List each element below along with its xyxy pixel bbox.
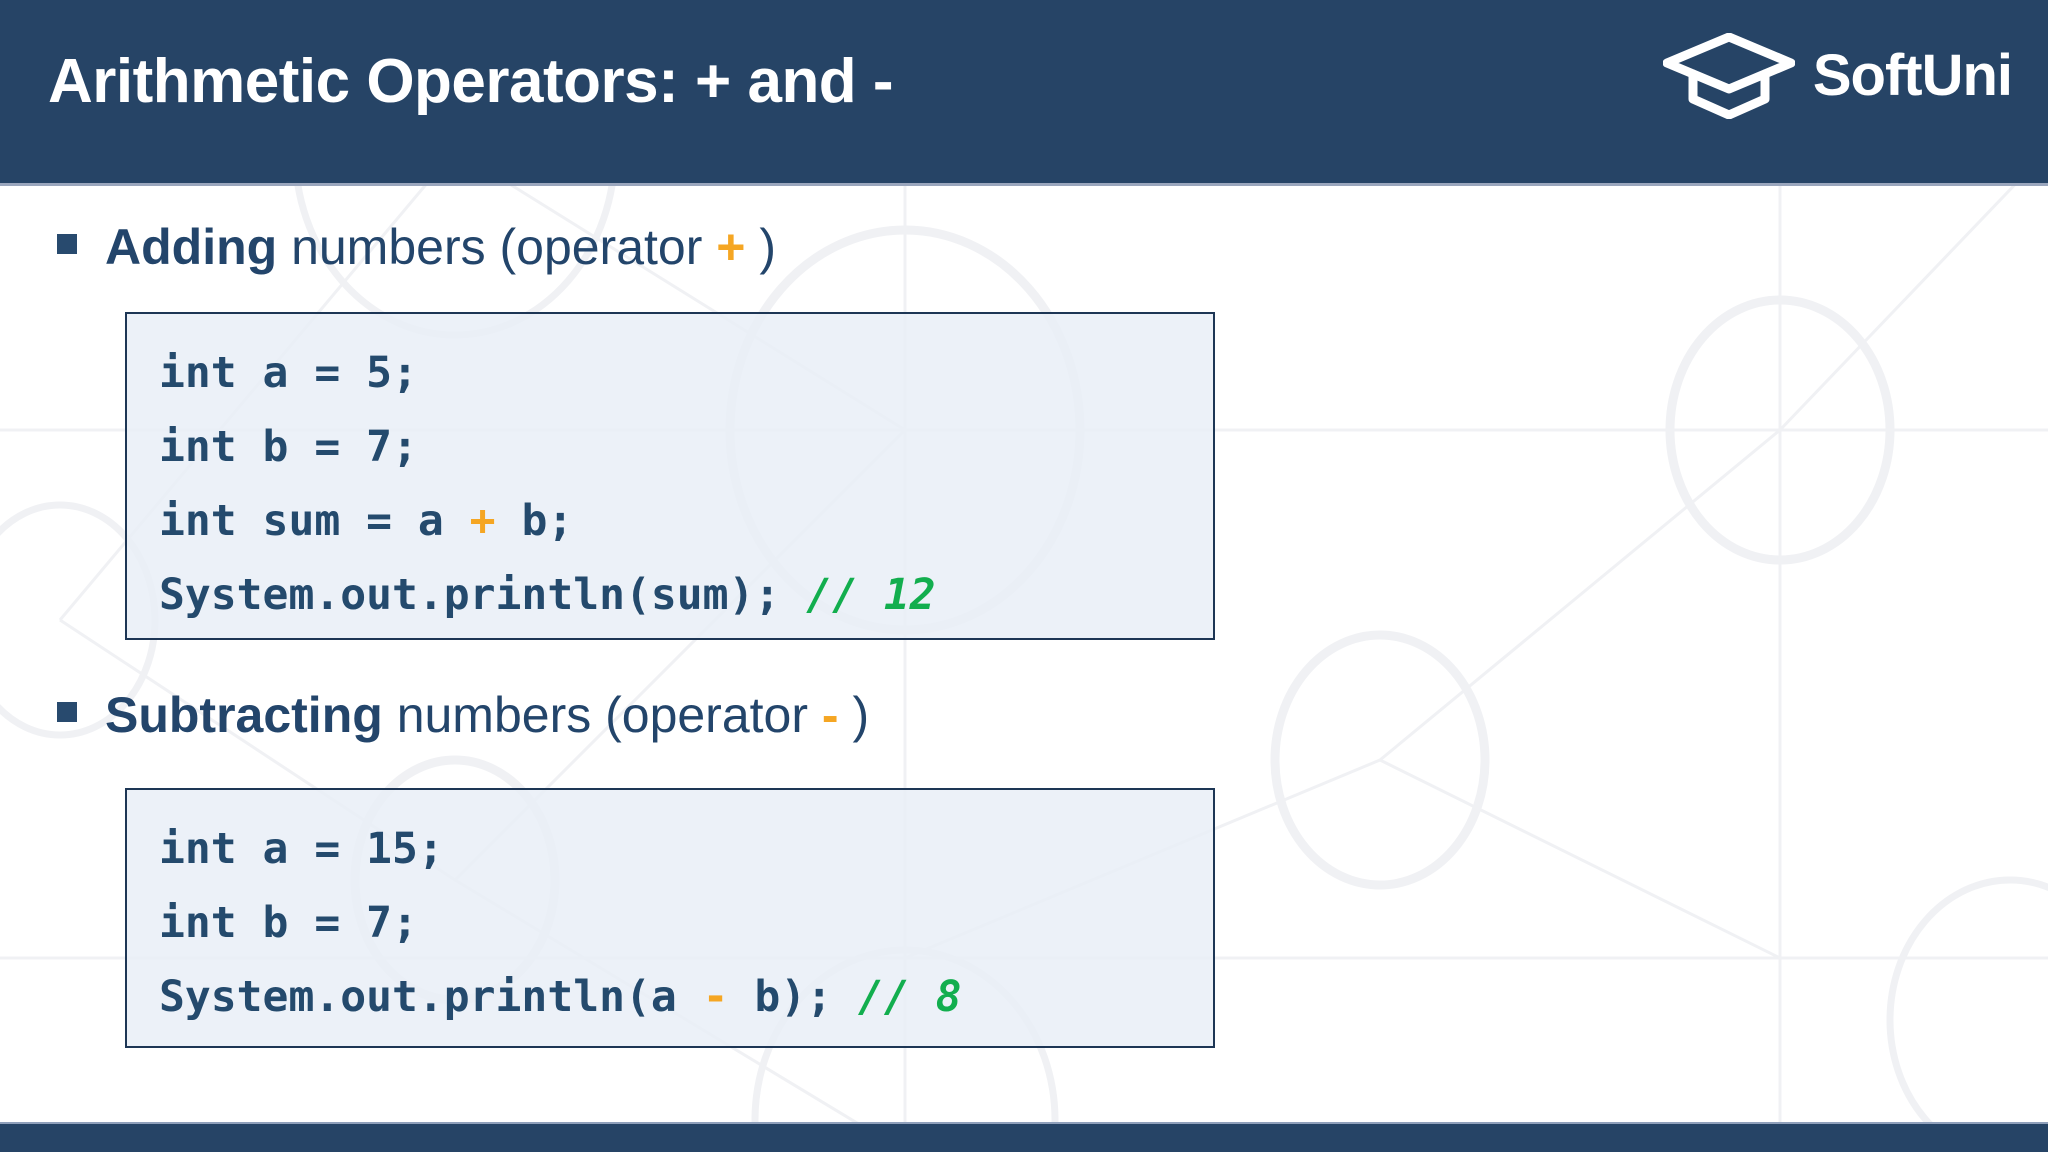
code-text: int a = 5; <box>159 348 418 398</box>
code-line: System.out.println(a - b); // 8 <box>159 960 1213 1034</box>
code-text: System.out.println(sum); <box>159 570 807 620</box>
code-text: int sum = a <box>159 496 470 546</box>
bullet-rest-after-adding: ) <box>745 219 777 275</box>
code-comment: // 8 <box>858 972 962 1022</box>
code-text: b; <box>495 496 574 546</box>
bullet-operator-minus: - <box>821 687 839 743</box>
bullet-strong-adding: Adding <box>105 219 278 275</box>
code-line: int a = 5; <box>159 336 1213 410</box>
code-line: int a = 15; <box>159 812 1213 886</box>
bullet-item-subtracting: Subtracting numbers (operator - ) <box>57 690 869 740</box>
softuni-graduation-cap-icon <box>1662 33 1795 119</box>
code-line: System.out.println(sum); // 12 <box>159 558 1213 632</box>
bullet-item-adding: Adding numbers (operator + ) <box>57 222 776 272</box>
bullet-square-icon <box>57 234 77 254</box>
code-text: int b = 7; <box>159 898 418 948</box>
code-operator-plus: + <box>469 496 496 546</box>
bullet-strong-subtracting: Subtracting <box>105 687 383 743</box>
code-line: int b = 7; <box>159 886 1213 960</box>
code-text: b); <box>728 972 858 1022</box>
softuni-logo: SoftUni <box>1662 32 2013 120</box>
code-comment: // 12 <box>806 570 936 620</box>
bullet-square-icon <box>57 702 77 722</box>
bullet-rest-after-subtracting: ) <box>838 687 870 743</box>
code-line: int sum = a + b; <box>159 484 1213 558</box>
header-underline <box>0 183 2048 186</box>
bullet-text-adding: Adding numbers (operator + ) <box>105 222 776 272</box>
code-operator-minus: - <box>702 972 729 1022</box>
logo-text: SoftUni <box>1812 43 2013 108</box>
bullet-operator-plus: + <box>716 219 746 275</box>
code-text: System.out.println(a <box>159 972 703 1022</box>
footer-bar <box>0 1122 2048 1152</box>
page-title: Arithmetic Operators: + and - <box>48 47 894 116</box>
bullet-text-subtracting: Subtracting numbers (operator - ) <box>105 690 869 740</box>
bullet-rest-before-subtracting: numbers (operator <box>382 687 822 743</box>
code-block-addition: int a = 5; int b = 7; int sum = a + b; S… <box>125 312 1215 640</box>
bullet-rest-before-adding: numbers (operator <box>277 219 717 275</box>
code-text: int b = 7; <box>159 422 418 472</box>
code-line: int b = 7; <box>159 410 1213 484</box>
code-text: int a = 15; <box>159 824 444 874</box>
code-block-subtraction: int a = 15; int b = 7; System.out.printl… <box>125 788 1215 1048</box>
